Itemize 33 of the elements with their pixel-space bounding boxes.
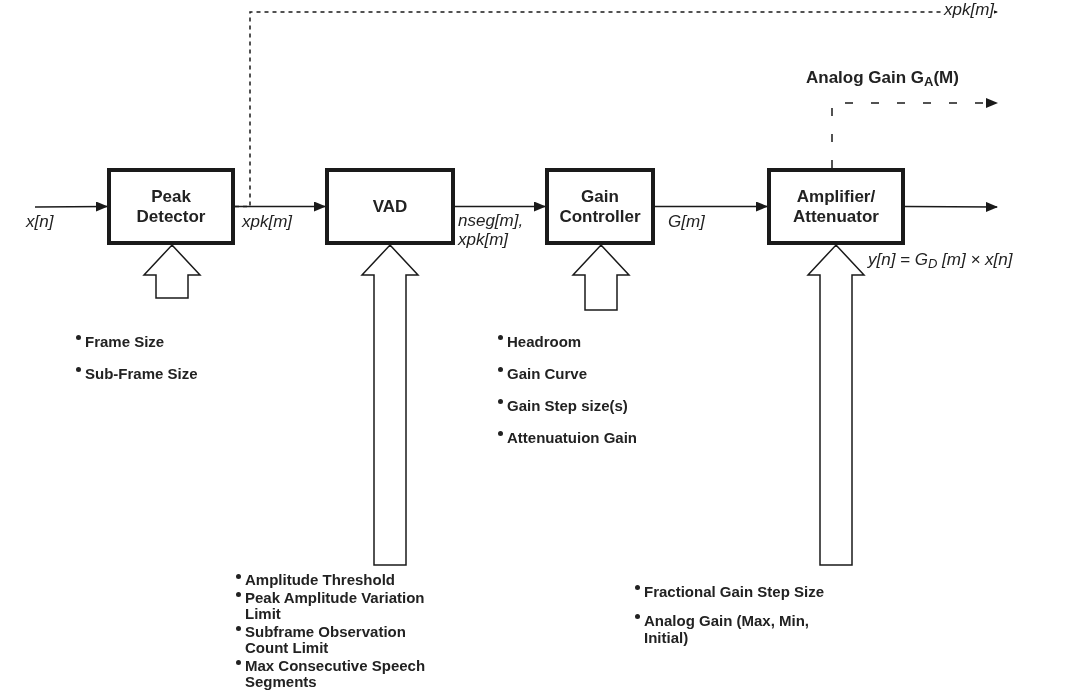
parameter-item: Peak Amplitude Variation Limit [245, 589, 425, 622]
block-arrow [360, 243, 420, 566]
arrow [904, 201, 998, 212]
edge-label: xpk[m] [242, 212, 293, 231]
edge-label: xpk[m] [944, 0, 995, 19]
parameter-item: Frame Size [85, 333, 165, 350]
block-arrow [142, 243, 202, 299]
parameter-item: Max Consecutive Speech Segments [245, 657, 426, 690]
block-arrow [806, 243, 866, 566]
arrow [831, 98, 998, 169]
parameter-item: Analog Gain (Max, Min, Initial) [644, 612, 809, 646]
parameter-item: Subframe Observation Count Limit [245, 623, 406, 656]
parameter-item: Headroom [507, 333, 582, 350]
box-label: Gain Controller [558, 186, 642, 227]
process-box [107, 168, 235, 245]
parameter-item: Attenuatuion Gain [507, 429, 637, 446]
block-arrow [571, 243, 631, 311]
process-box [545, 168, 655, 245]
parameter-item: Amplitude Threshold [245, 571, 395, 588]
arrow [454, 201, 546, 212]
arrow [34, 201, 108, 212]
box-label: Peak Detector [135, 186, 207, 227]
parameter-item: Fractional Gain Step Size [644, 583, 825, 600]
arrow [654, 201, 768, 212]
process-box [767, 168, 905, 245]
parameter-item: Sub-Frame Size [85, 365, 198, 382]
box-label: Amplifier/ Attenuator [792, 186, 880, 227]
edge-label: G[m] [668, 212, 705, 231]
process-box [325, 168, 455, 245]
edge-label: x[n] [26, 212, 54, 231]
parameter-item: Gain Step size(s) [507, 397, 628, 414]
parameter-item: Gain Curve [507, 365, 588, 382]
box-label: VAD [371, 196, 409, 217]
